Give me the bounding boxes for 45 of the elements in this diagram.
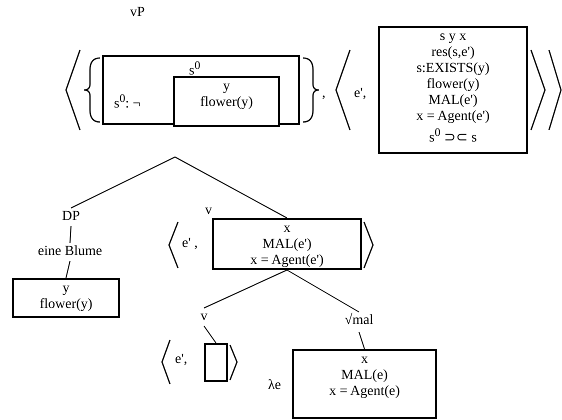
drs-condition: s$^{0}$ ⊃⊂ s xyxy=(429,125,477,147)
drs-condition: MAL(e') xyxy=(428,93,478,109)
drs-box xyxy=(12,278,120,318)
drs-condition: x = Agent(e') xyxy=(416,109,490,125)
category-label: v xyxy=(205,203,212,219)
tree-branch xyxy=(174,156,288,218)
tree-branch xyxy=(204,326,216,344)
lambda-binder: λe xyxy=(268,378,282,394)
tree-branch xyxy=(358,332,365,350)
drs-condition: MAL(e) xyxy=(341,368,388,384)
drs-condition: MAL(e') xyxy=(262,237,312,253)
drs-box xyxy=(212,218,362,270)
punctuation: , xyxy=(322,86,326,102)
drs-box xyxy=(173,76,280,127)
drs-box xyxy=(102,55,300,125)
drs-referent: x xyxy=(361,352,368,368)
drs-box xyxy=(292,349,437,419)
tree-branch xyxy=(286,270,360,312)
drs-referent: s$^{0}$ xyxy=(189,58,200,80)
category-label: √mal xyxy=(333,312,385,332)
drs-condition: flower(y) xyxy=(200,95,253,111)
drs-referent: y xyxy=(223,79,230,95)
category-label: v xyxy=(195,308,213,326)
drs-condition: x = Agent(e') xyxy=(250,253,324,269)
event-variable: e', xyxy=(354,86,366,102)
event-variable: e' , xyxy=(182,236,198,252)
category-label: DP xyxy=(55,208,87,226)
word-label: eine Blume xyxy=(20,243,120,261)
drs-referent: s y x xyxy=(440,29,466,45)
drs-condition: flower(y) xyxy=(40,297,92,313)
drs-condition: s:EXISTS(y) xyxy=(416,61,490,77)
drs-box xyxy=(378,26,528,154)
drs-referent: y xyxy=(62,281,70,297)
category-label: vP xyxy=(130,5,145,21)
tree-branch xyxy=(204,270,288,308)
event-variable: e', xyxy=(175,352,188,368)
drs-condition: res(s,e') xyxy=(431,45,475,61)
drs-condition: s$^{0}$: ¬ xyxy=(114,91,141,113)
drs-condition: x = Agent(e) xyxy=(329,384,400,400)
tree-branch xyxy=(70,156,176,208)
drs-box xyxy=(204,343,228,382)
drs-referent: x xyxy=(284,221,290,237)
tree-branch xyxy=(66,260,70,278)
tree-branch xyxy=(70,226,72,244)
drs-condition: flower(y) xyxy=(426,77,480,93)
